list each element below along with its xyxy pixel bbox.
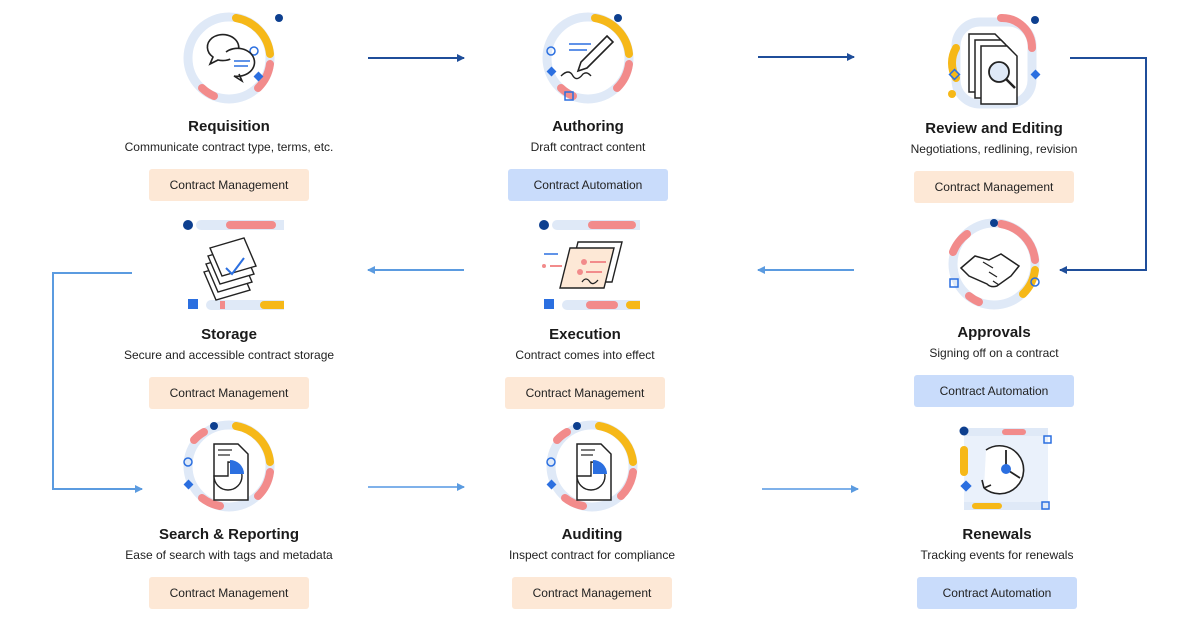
pen-signature-icon (542, 12, 634, 104)
stage-title: Authoring (552, 118, 624, 135)
stage-title: Storage (201, 326, 257, 343)
category-badge: Contract Automation (914, 375, 1074, 407)
category-badge: Contract Management (914, 171, 1074, 203)
stage-search-reporting: Search & Reporting Ease of search with t… (109, 414, 349, 609)
category-badge: Contract Automation (917, 577, 1077, 609)
stage-description: Ease of search with tags and metadata (125, 548, 333, 562)
stage-renewals: Renewals Tracking events for renewals Co… (877, 414, 1117, 609)
stage-requisition: Requisition Communicate contract type, t… (109, 6, 349, 201)
stage-execution: Execution Contract comes into effect Con… (465, 214, 705, 409)
category-badge: Contract Management (149, 169, 309, 201)
stage-storage: Storage Secure and accessible contract s… (109, 214, 349, 409)
audit-chart-icon (546, 420, 638, 512)
category-badge: Contract Management (149, 577, 309, 609)
signed-contract-icon (539, 220, 640, 310)
report-chart-icon (183, 420, 275, 512)
stage-description: Negotiations, redlining, revision (910, 142, 1078, 156)
stage-title: Auditing (561, 526, 623, 543)
document-search-icon (948, 14, 1041, 109)
stage-auditing: Auditing Inspect contract for compliance… (472, 414, 712, 609)
stage-title: Review and Editing (925, 120, 1063, 137)
stage-description: Secure and accessible contract storage (123, 348, 335, 362)
stage-description: Contract comes into effect (515, 348, 655, 362)
category-badge: Contract Automation (508, 169, 668, 201)
stage-description: Tracking events for renewals (920, 548, 1074, 562)
stage-title: Approvals (957, 324, 1031, 341)
stage-description: Communicate contract type, terms, etc. (124, 140, 334, 154)
document-stack-icon (183, 220, 284, 310)
stage-title: Search & Reporting (158, 526, 300, 543)
category-badge: Contract Management (149, 377, 309, 409)
stage-description: Inspect contract for compliance (508, 548, 676, 562)
category-badge: Contract Management (505, 377, 665, 409)
stage-description: Draft contract content (530, 140, 646, 154)
stage-title: Renewals (962, 526, 1032, 543)
category-badge: Contract Management (512, 577, 672, 609)
stage-title: Requisition (188, 118, 270, 135)
stage-review: Review and Editing Negotiations, redlini… (874, 8, 1114, 203)
chat-bubbles-icon (183, 12, 283, 104)
stage-authoring: Authoring Draft contract content Contrac… (468, 6, 708, 201)
stage-approvals: Approvals Signing off on a contract Cont… (874, 212, 1114, 407)
handshake-icon (948, 218, 1040, 310)
stage-title: Execution (549, 326, 621, 343)
clock-renewal-icon (959, 426, 1052, 510)
stage-description: Signing off on a contract (929, 346, 1059, 360)
